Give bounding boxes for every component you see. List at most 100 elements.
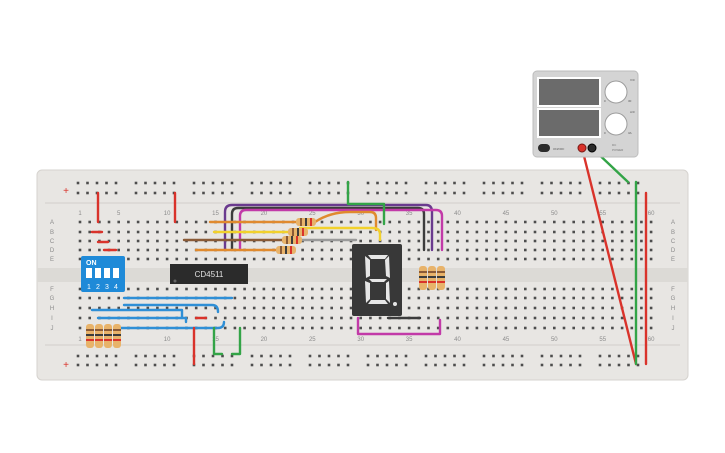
breadboard-hole[interactable] [572, 230, 575, 234]
breadboard-hole[interactable] [562, 306, 566, 310]
breadboard-hole[interactable] [456, 296, 459, 300]
breadboard-hole[interactable] [465, 239, 469, 243]
breadboard-hole[interactable] [349, 287, 353, 291]
breadboard-hole[interactable] [144, 363, 147, 367]
breadboard-hole[interactable] [562, 239, 566, 243]
breadboard-hole[interactable] [291, 257, 295, 261]
breadboard-hole[interactable] [136, 306, 140, 310]
breadboard-hole[interactable] [291, 296, 295, 300]
breadboard-hole[interactable] [243, 287, 246, 291]
breadboard-hole[interactable] [636, 191, 640, 195]
breadboard-hole[interactable] [98, 248, 101, 252]
breadboard-hole[interactable] [620, 239, 624, 243]
breadboard-hole[interactable] [340, 316, 343, 320]
breadboard-hole[interactable] [649, 306, 653, 310]
breadboard-hole[interactable] [427, 248, 430, 252]
breadboard-hole[interactable] [446, 248, 450, 252]
wire-green-top[interactable] [346, 180, 386, 226]
breadboard-hole[interactable] [492, 181, 495, 185]
breadboard-hole[interactable] [504, 239, 508, 243]
breadboard-hole[interactable] [417, 326, 421, 330]
breadboard-hole[interactable] [417, 248, 421, 252]
breadboard-hole[interactable] [427, 257, 430, 261]
breadboard-hole[interactable] [417, 257, 421, 261]
breadboard-hole[interactable] [395, 191, 398, 195]
breadboard-hole[interactable] [456, 220, 459, 224]
breadboard-hole[interactable] [482, 181, 486, 185]
resistor-4[interactable] [276, 246, 296, 254]
wire-red-6[interactable] [192, 316, 208, 366]
breadboard-hole[interactable] [649, 257, 653, 261]
breadboard-hole[interactable] [434, 191, 437, 195]
breadboard-hole[interactable] [446, 306, 450, 310]
breadboard-hole[interactable] [456, 306, 459, 310]
breadboard-hole[interactable] [76, 191, 80, 195]
breadboard-hole[interactable] [630, 287, 634, 291]
breadboard-hole[interactable] [404, 181, 408, 185]
breadboard-hole[interactable] [146, 287, 150, 291]
breadboard-hole[interactable] [175, 239, 179, 243]
resistor-9[interactable] [95, 324, 103, 348]
breadboard-hole[interactable] [514, 220, 517, 224]
breadboard-hole[interactable] [453, 354, 456, 358]
breadboard-hole[interactable] [366, 354, 370, 358]
breadboard-hole[interactable] [591, 316, 595, 320]
breadboard-hole[interactable] [175, 220, 179, 224]
breadboard-hole[interactable] [608, 363, 611, 367]
breadboard-hole[interactable] [407, 239, 411, 243]
breadboard-hole[interactable] [327, 191, 331, 195]
breadboard-hole[interactable] [582, 287, 585, 291]
breadboard-hole[interactable] [485, 230, 488, 234]
breadboard-hole[interactable] [494, 220, 498, 224]
breadboard-hole[interactable] [320, 306, 324, 310]
breadboard-hole[interactable] [553, 230, 556, 234]
breadboard-hole[interactable] [601, 326, 604, 330]
breadboard-hole[interactable] [366, 181, 370, 185]
breadboard-hole[interactable] [465, 287, 469, 291]
breadboard-hole[interactable] [223, 316, 227, 320]
breadboard-hole[interactable] [211, 354, 215, 358]
breadboard-hole[interactable] [407, 326, 411, 330]
breadboard-hole[interactable] [550, 181, 553, 185]
breadboard-hole[interactable] [601, 248, 604, 252]
breadboard-hole[interactable] [640, 220, 643, 224]
breadboard-hole[interactable] [320, 316, 324, 320]
breadboard-hole[interactable] [320, 296, 324, 300]
breadboard-hole[interactable] [465, 296, 469, 300]
breadboard-hole[interactable] [462, 181, 466, 185]
breadboard-hole[interactable] [194, 306, 198, 310]
breadboard-hole[interactable] [640, 287, 643, 291]
breadboard-hole[interactable] [591, 287, 595, 291]
breadboard-hole[interactable] [543, 316, 546, 320]
breadboard-hole[interactable] [320, 257, 324, 261]
breadboard-hole[interactable] [301, 306, 304, 310]
breadboard-hole[interactable] [475, 316, 479, 320]
breadboard-hole[interactable] [327, 363, 331, 367]
breadboard-hole[interactable] [202, 354, 205, 358]
breadboard-hole[interactable] [504, 326, 508, 330]
breadboard-hole[interactable] [88, 248, 91, 252]
breadboard-hole[interactable] [485, 248, 488, 252]
breadboard-hole[interactable] [359, 239, 362, 243]
breadboard-hole[interactable] [475, 248, 479, 252]
breadboard-hole[interactable] [311, 287, 314, 291]
breadboard-hole[interactable] [453, 191, 456, 195]
breadboard-hole[interactable] [269, 363, 273, 367]
breadboard-hole[interactable] [504, 316, 508, 320]
breadboard-hole[interactable] [617, 354, 621, 358]
breadboard-hole[interactable] [378, 316, 382, 320]
breadboard-hole[interactable] [630, 326, 634, 330]
breadboard-hole[interactable] [407, 287, 411, 291]
breadboard-hole[interactable] [436, 296, 440, 300]
breadboard-hole[interactable] [194, 230, 198, 234]
breadboard-hole[interactable] [598, 191, 602, 195]
breadboard-hole[interactable] [163, 354, 166, 358]
breadboard-hole[interactable] [301, 296, 304, 300]
breadboard-hole[interactable] [601, 287, 604, 291]
breadboard-hole[interactable] [427, 239, 430, 243]
breadboard-hole[interactable] [511, 363, 514, 367]
breadboard-hole[interactable] [223, 257, 227, 261]
breadboard-hole[interactable] [330, 306, 333, 310]
breadboard-hole[interactable] [398, 326, 401, 330]
breadboard-hole[interactable] [598, 354, 602, 358]
